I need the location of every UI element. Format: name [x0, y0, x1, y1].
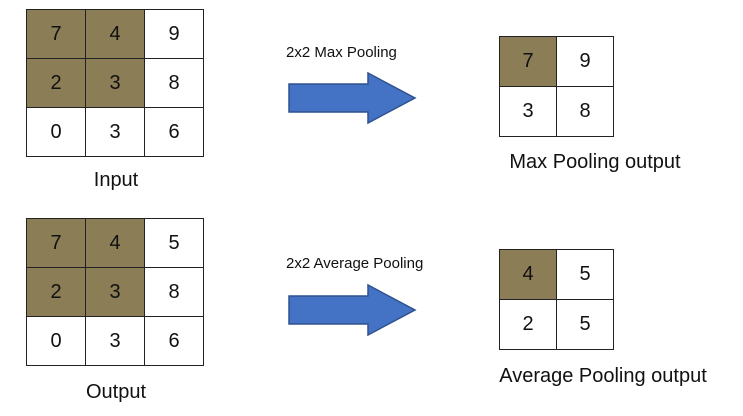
matrix-cell: 8	[145, 268, 204, 317]
matrix-cell: 2	[27, 59, 86, 108]
matrix-cell: 7	[27, 219, 86, 268]
bottom-arrow-icon	[288, 283, 417, 337]
matrix-cell: 4	[86, 10, 145, 59]
matrix-cell: 9	[557, 37, 614, 87]
top-input-label: Input	[93, 169, 139, 191]
top-operation-label: 2x2 Max Pooling	[286, 44, 397, 61]
matrix-cell: 4	[86, 219, 145, 268]
matrix-cell: 5	[557, 300, 614, 350]
matrix-cell: 5	[145, 219, 204, 268]
matrix-cell: 6	[145, 317, 204, 366]
bottom-operation-label: 2x2 Average Pooling	[286, 255, 424, 272]
matrix-cell: 7	[500, 37, 557, 87]
matrix-cell: 4	[500, 250, 557, 300]
matrix-cell: 3	[86, 317, 145, 366]
top-output-label: Max Pooling output	[509, 151, 681, 173]
matrix-cell: 0	[27, 317, 86, 366]
matrix-cell: 2	[27, 268, 86, 317]
bottom-output-label: Average Pooling output	[499, 365, 707, 387]
matrix-cell: 5	[557, 250, 614, 300]
matrix-cell: 6	[145, 108, 204, 157]
matrix-cell: 2	[500, 300, 557, 350]
matrix-cell: 8	[557, 87, 614, 137]
matrix-cell: 3	[86, 108, 145, 157]
matrix-cell: 9	[145, 10, 204, 59]
top-arrow-icon	[288, 71, 417, 125]
matrix-cell: 3	[86, 268, 145, 317]
matrix-cell: 3	[86, 59, 145, 108]
matrix-cell: 3	[500, 87, 557, 137]
matrix-cell: 8	[145, 59, 204, 108]
bottom-input-label: Output	[85, 381, 147, 403]
matrix-cell: 0	[27, 108, 86, 157]
matrix-cell: 7	[27, 10, 86, 59]
